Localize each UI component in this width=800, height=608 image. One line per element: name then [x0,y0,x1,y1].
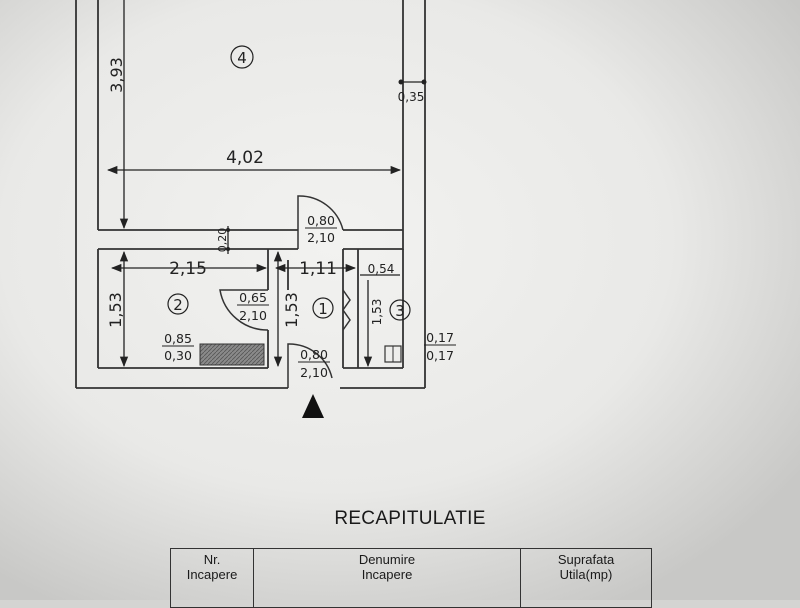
header-usable-area: Suprafata Utila(mp) [521,549,651,607]
walls [75,0,426,389]
header-room-name: Denumire Incapere [254,549,521,607]
wall-thickness-label: 0,20 [216,228,229,253]
room1-width-label: 1,11 [299,259,337,279]
room3-height-label: 1,53 [370,299,384,326]
door-entrance-width: 0,80 [300,347,328,362]
room2-height-label: 1,53 [106,292,125,328]
door-entrance-height: 2,10 [300,365,328,380]
header-room-number-line1: Nr. [203,552,221,567]
duct-height: 0,17 [426,348,454,363]
summary-title: RECAPITULATIE [334,508,486,529]
window-width: 0,85 [164,331,192,346]
dimension-ticks [226,79,427,251]
room-2-number: 2 [173,296,183,314]
door-top-width: 0,80 [307,213,335,228]
room4-width-label: 4,02 [226,148,264,168]
wall-offset-label: 0,35 [398,90,425,104]
doors [219,195,351,388]
dimension-lines [106,0,426,368]
room-3-number: 3 [395,302,405,320]
header-usable-area-line2: Utila(mp) [559,567,613,582]
summary-table: Nr. Incapere Denumire Incapere Suprafata… [170,548,652,608]
room1-height-label: 1,53 [282,292,301,328]
header-room-number-line2: Incapere [186,567,238,582]
window-hatch [199,343,265,366]
door-room2-height: 2,10 [239,308,267,323]
room-markers [167,45,411,321]
header-room-name-line2: Incapere [361,567,413,582]
header-room-name-line1: Denumire [358,552,416,567]
room3-width-label: 0,54 [368,262,395,276]
window-height: 0,30 [164,348,192,363]
header-room-number: Nr. Incapere [171,549,254,607]
room2-width-label: 2,15 [169,259,207,279]
header-usable-area-line1: Suprafata [557,552,615,567]
room4-height-label: 3,93 [107,57,126,93]
door-room2-width: 0,65 [239,290,267,305]
door-top-height: 2,10 [307,230,335,245]
entrance-arrow-icon [302,394,324,418]
room-1-number: 1 [318,300,328,318]
duct-width: 0,17 [426,330,454,345]
room-4-number: 4 [237,49,247,67]
